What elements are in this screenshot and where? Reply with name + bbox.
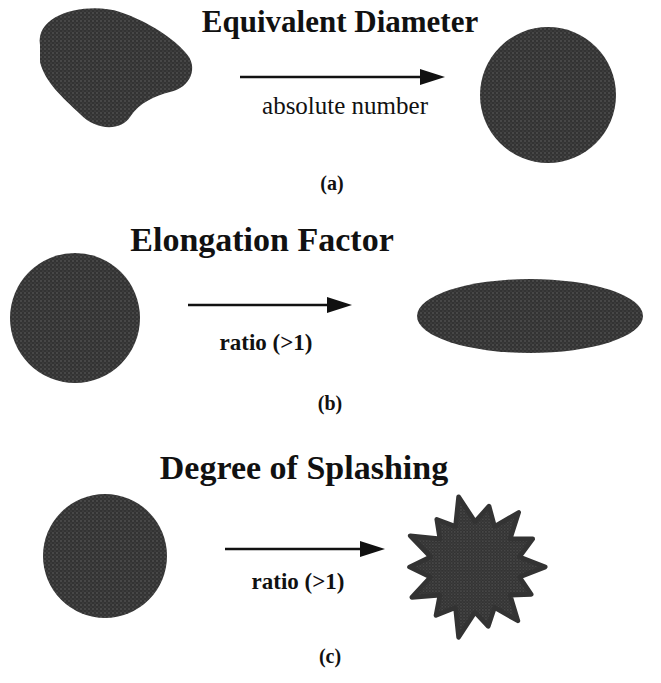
arrow-head [420,69,445,85]
panel-title: Degree of Splashing [160,449,448,486]
arrow-line [240,76,425,79]
panel-title: Elongation Factor [130,221,393,258]
splashed-particle [409,497,545,637]
round-particle [43,494,167,618]
equivalent-circle [480,27,616,163]
arrow-line [225,548,365,551]
arrow-head [360,541,385,557]
panel-letter: (c) [319,645,341,667]
panel-title: Equivalent Diameter [202,5,478,39]
arrow-label: absolute number [262,92,428,120]
round-particle [10,253,140,383]
arrow-head [327,297,352,313]
elongated-particle [417,279,643,353]
arrow-label: ratio (>1) [252,569,345,594]
irregular-particle [40,8,193,127]
panel-letter: (a) [320,172,343,194]
arrow-label: ratio (>1) [220,330,313,355]
arrow-line [188,304,332,307]
panel-letter: (b) [318,392,342,414]
